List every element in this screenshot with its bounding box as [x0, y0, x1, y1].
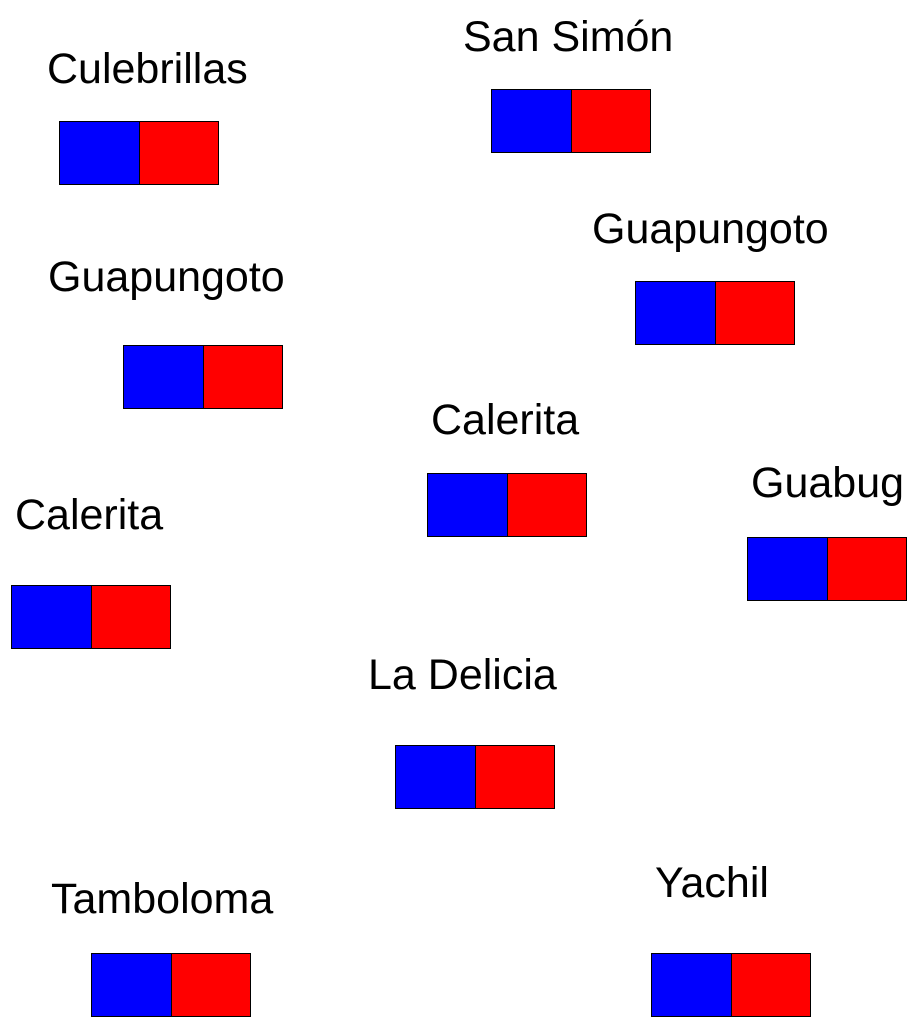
- blue-swatch-half: [636, 282, 716, 344]
- red-swatch-half: [827, 538, 906, 600]
- red-swatch-half: [475, 746, 554, 808]
- red-swatch-half: [203, 346, 282, 408]
- red-swatch-half: [571, 90, 650, 152]
- blue-swatch-half: [748, 538, 828, 600]
- site-label-la-delicia: La Delicia: [368, 651, 557, 699]
- red-swatch-half: [715, 282, 794, 344]
- site-label-tamboloma: Tamboloma: [51, 875, 274, 923]
- site-label-san-simon: San Simón: [463, 13, 674, 61]
- site-label-guabug: Guabug: [751, 459, 905, 507]
- site-swatch-yachil: [651, 953, 811, 1017]
- site-swatch-calerita-left: [11, 585, 171, 649]
- site-label-culebrillas: Culebrillas: [47, 45, 248, 93]
- blue-swatch-half: [60, 122, 140, 184]
- site-swatch-calerita-center: [427, 473, 587, 537]
- blue-swatch-half: [92, 954, 172, 1016]
- site-label-calerita-left: Calerita: [15, 491, 164, 539]
- blue-swatch-half: [492, 90, 572, 152]
- blue-swatch-half: [428, 474, 508, 536]
- site-swatch-guapungoto-right: [635, 281, 795, 345]
- site-swatch-tamboloma: [91, 953, 251, 1017]
- site-swatch-guabug: [747, 537, 907, 601]
- red-swatch-half: [91, 586, 170, 648]
- blue-swatch-half: [124, 346, 204, 408]
- site-label-guapungoto-right: Guapungoto: [592, 205, 829, 253]
- red-swatch-half: [139, 122, 218, 184]
- site-swatch-guapungoto-left: [123, 345, 283, 409]
- site-label-calerita-center: Calerita: [431, 396, 580, 444]
- site-label-guapungoto-left: Guapungoto: [48, 253, 285, 301]
- site-swatch-la-delicia: [395, 745, 555, 809]
- red-swatch-half: [171, 954, 250, 1016]
- site-swatch-san-simon: [491, 89, 651, 153]
- blue-swatch-half: [12, 586, 92, 648]
- blue-swatch-half: [396, 746, 476, 808]
- red-swatch-half: [731, 954, 810, 1016]
- red-swatch-half: [507, 474, 586, 536]
- blue-swatch-half: [652, 954, 732, 1016]
- site-swatch-culebrillas: [59, 121, 219, 185]
- site-label-yachil: Yachil: [655, 859, 769, 907]
